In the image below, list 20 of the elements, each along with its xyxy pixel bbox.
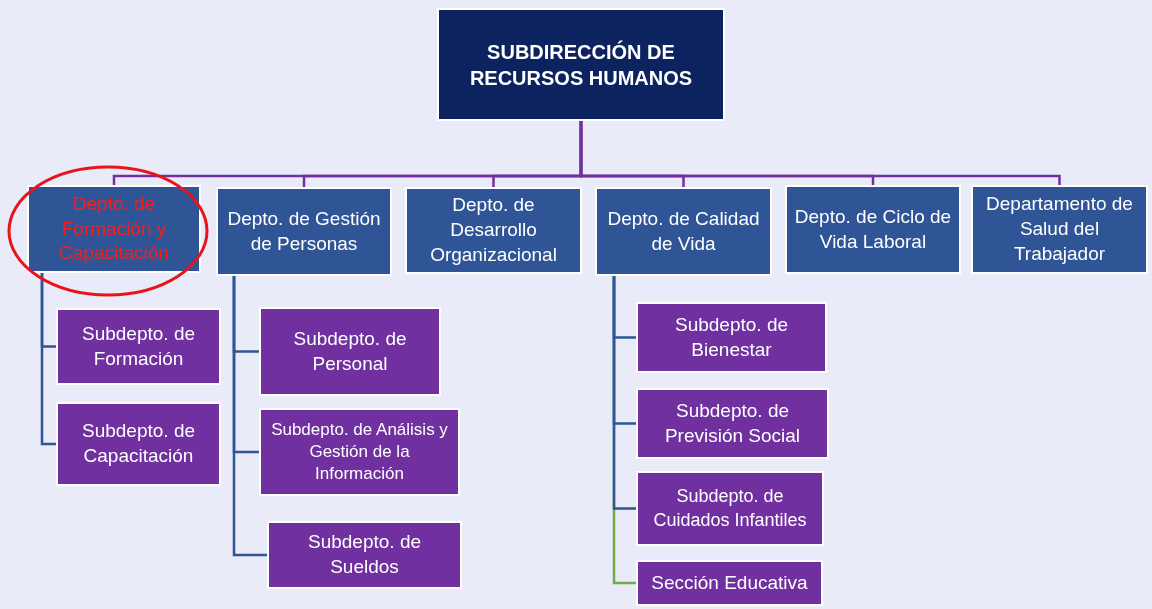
subdepartment-box: Sección Educativa: [636, 560, 823, 606]
subdepartment-box: Subdepto. de Bienestar: [636, 302, 827, 373]
subdepartment-box: Subdepto. de Capacitación: [56, 402, 221, 486]
department-box: Depto. de Formación y Capacitación: [27, 185, 201, 273]
department-box: Depto. de Desarrollo Organizacional: [405, 187, 582, 274]
subdepartment-box: Subdepto. de Previsión Social: [636, 388, 829, 459]
connector-line: [232, 276, 267, 557]
subdepartment-box: Subdepto. de Formación: [56, 308, 221, 385]
subdepartment-box: Subdepto. de Personal: [259, 307, 441, 396]
connector-line: [40, 273, 56, 446]
subdepartment-box: Subdepto. de Análisis y Gestión de la Información: [259, 408, 460, 496]
connector-line: [612, 276, 636, 510]
connector-line: [579, 121, 1061, 185]
department-box: Departamento de Salud del Trabajador: [971, 185, 1148, 274]
department-box: Depto. de Calidad de Vida: [595, 187, 772, 276]
department-box: Depto. de Gestión de Personas: [216, 187, 392, 276]
subdepartment-box: Subdepto. de Cuidados Infantiles: [636, 471, 824, 546]
department-box: Depto. de Ciclo de Vida Laboral: [785, 185, 961, 274]
subdepartment-box: Subdepto. de Sueldos: [267, 521, 462, 589]
director-box: SUBDIRECCIÓN DE RECURSOS HUMANOS: [437, 8, 725, 121]
